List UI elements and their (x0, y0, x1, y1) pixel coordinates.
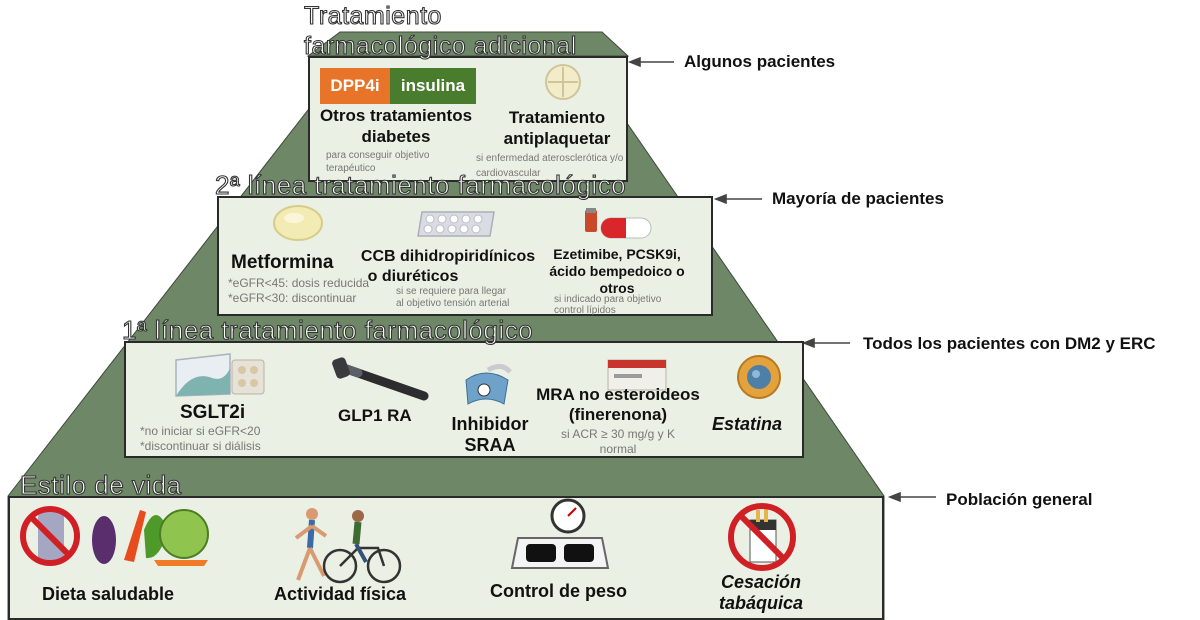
cell-icon (737, 355, 781, 399)
pill-icon (273, 205, 323, 241)
blister-pack-icon (417, 211, 495, 237)
actividad-label: Actividad física (274, 584, 407, 604)
arrow-icon (887, 491, 936, 503)
cesacion-label-line1: Cesación (720, 572, 802, 592)
insulina-badge: insulina (390, 68, 476, 104)
annotation-mayoria: Mayoría de pacientes (772, 189, 944, 208)
antiplaquetar-sub: si enfermedad aterosclerótica y/o cardio… (476, 153, 624, 179)
metformina-title: Metformina (231, 252, 334, 273)
mra-sub2: normal (599, 442, 637, 456)
sraa-title-line1: Inhibidor (451, 414, 529, 434)
arrow-icon (713, 193, 762, 205)
tier-first-title: 1ª línea tratamiento farmacológico (121, 315, 534, 345)
tier-second-title: 2ª línea tratamiento farmacológico (214, 170, 627, 200)
ccb-sub1: si se requiere para llegar (396, 286, 507, 297)
medicine-box-icon (607, 359, 667, 391)
metformina-sub2: *eGFR<30: discontinuar (228, 291, 357, 305)
scale-icon (510, 498, 610, 569)
arrow-icon (627, 56, 674, 68)
blood-pressure-cuff-icon (465, 364, 512, 405)
ccb-sub2: al objetivo tensión arterial (396, 298, 510, 309)
ezetimibe-sub2: control lípidos (554, 305, 616, 316)
insulin-pen-icon (332, 357, 429, 401)
pill-icon (545, 64, 581, 100)
sglt2i-sub1: *no iniciar si eGFR<20 (140, 424, 261, 438)
tier-title-line1: Tratamiento (303, 2, 442, 30)
arrow-icon (801, 337, 850, 349)
otros-tratamientos-title: Otros tratamientos diabetes (319, 106, 473, 146)
sglt2i-title: SGLT2i (180, 402, 246, 423)
metformina-sub1: *eGFR<45: dosis reducida (228, 276, 370, 290)
otros-tratamientos-sub: para conseguir objetivo terapéutico (326, 150, 430, 174)
annotation-algunos: Algunos pacientes (684, 52, 836, 71)
sraa-title-line2: SRAA (464, 435, 516, 455)
no-smoking-icon (20, 506, 80, 566)
estatina-title: Estatina (712, 414, 783, 434)
vegetables-icon (92, 509, 209, 566)
dieta-label: Dieta saludable (42, 584, 175, 604)
antiplaquetar-title: Tratamiento antiplaquetar (503, 108, 611, 148)
medicine-box-icon (175, 353, 265, 397)
tier-title-line2: farmacológico adicional (303, 32, 577, 60)
ccb-title-line1: CCB dihidropiridínicos (360, 248, 536, 265)
mra-title-line2: (finerenona) (568, 405, 668, 424)
no-smoking-icon (728, 503, 796, 571)
dpp4i-badge: DPP4i (320, 68, 390, 104)
mra-sub1: si ACR ≥ 30 mg/g y K (561, 427, 675, 441)
peso-label: Control de peso (490, 581, 628, 601)
glp1-title: GLP1 RA (338, 406, 412, 425)
sglt2i-sub2: *discontinuar si diálisis (140, 439, 261, 453)
tier-lifestyle-title: Estilo de vida (19, 470, 182, 500)
annotation-poblacion: Población general (946, 490, 1093, 509)
mra-title-line1: MRA no esteroideos (536, 385, 700, 404)
ccb-title-line2: o diuréticos (367, 268, 459, 285)
runner-icon (294, 508, 328, 581)
cesacion-label-line2: tabáquica (718, 593, 804, 613)
ezetimibe-title: Ezetimibe, PCSK9i, ácido bempedoico o ot… (549, 246, 685, 297)
capsule-icon (585, 208, 652, 239)
annotation-todos: Todos los pacientes con DM2 y ERC (863, 334, 1156, 353)
ezetimibe-sub1: si indicado para objetivo (554, 294, 662, 305)
cyclist-icon (322, 510, 402, 584)
